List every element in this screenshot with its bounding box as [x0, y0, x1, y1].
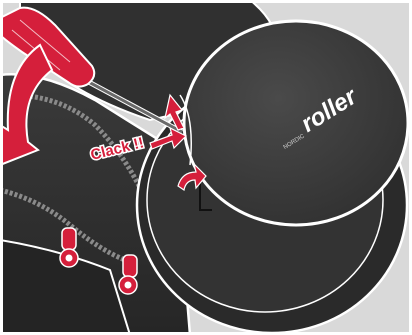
wheel-lid: [184, 21, 408, 225]
zipper-pull: [60, 228, 78, 267]
